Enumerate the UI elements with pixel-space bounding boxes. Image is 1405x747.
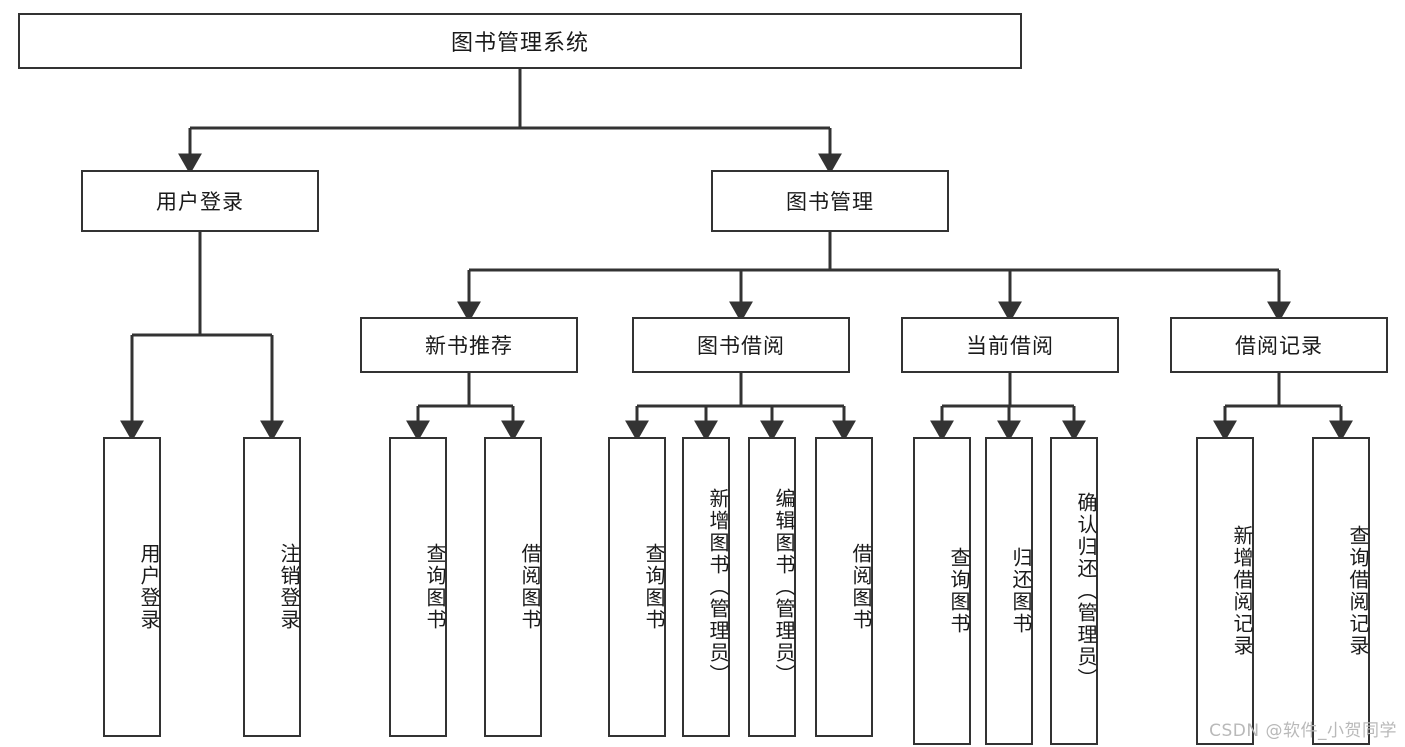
node-new-book-recommend[interactable]: 新书推荐 [360,317,578,373]
leaf-confirm-return-admin[interactable]: 确认归还（管理员） [1050,437,1098,745]
leaf-add-book-admin[interactable]: 新增图书（管理员） [682,437,730,737]
leaf-label: 用户登录 [137,543,161,631]
leaf-label: 注销登录 [277,543,301,631]
leaf-label: 借阅图书 [849,543,873,631]
node-user-login[interactable]: 用户登录 [81,170,319,232]
leaf-query-book-recommend[interactable]: 查询图书 [389,437,447,737]
leaf-label: 新增图书（管理员） [706,488,730,686]
leaf-label: 归还图书 [1009,547,1033,635]
leaf-borrow-book-recommend[interactable]: 借阅图书 [484,437,542,737]
leaf-label: 新增借阅记录 [1230,525,1254,657]
node-book-borrow[interactable]: 图书借阅 [632,317,850,373]
leaf-borrow-book[interactable]: 借阅图书 [815,437,873,737]
leaf-label: 查询图书 [423,543,447,631]
leaf-label: 查询借阅记录 [1346,525,1370,657]
leaf-query-book[interactable]: 查询图书 [608,437,666,737]
leaf-user-login[interactable]: 用户登录 [103,437,161,737]
leaf-add-borrow-record[interactable]: 新增借阅记录 [1196,437,1254,745]
leaf-query-borrow-record[interactable]: 查询借阅记录 [1312,437,1370,745]
leaf-label: 借阅图书 [518,543,542,631]
leaf-query-book-current[interactable]: 查询图书 [913,437,971,745]
node-root-system[interactable]: 图书管理系统 [18,13,1022,69]
leaf-label: 确认归还（管理员） [1074,492,1098,690]
leaf-user-logout[interactable]: 注销登录 [243,437,301,737]
leaf-label: 编辑图书（管理员） [772,488,796,686]
leaf-label: 查询图书 [642,543,666,631]
node-current-borrow[interactable]: 当前借阅 [901,317,1119,373]
node-book-management[interactable]: 图书管理 [711,170,949,232]
node-borrow-record[interactable]: 借阅记录 [1170,317,1388,373]
csdn-watermark: CSDN @软件_小贺同学 [1209,721,1397,741]
leaf-edit-book-admin[interactable]: 编辑图书（管理员） [748,437,796,737]
leaf-label: 查询图书 [947,547,971,635]
leaf-return-book[interactable]: 归还图书 [985,437,1033,745]
